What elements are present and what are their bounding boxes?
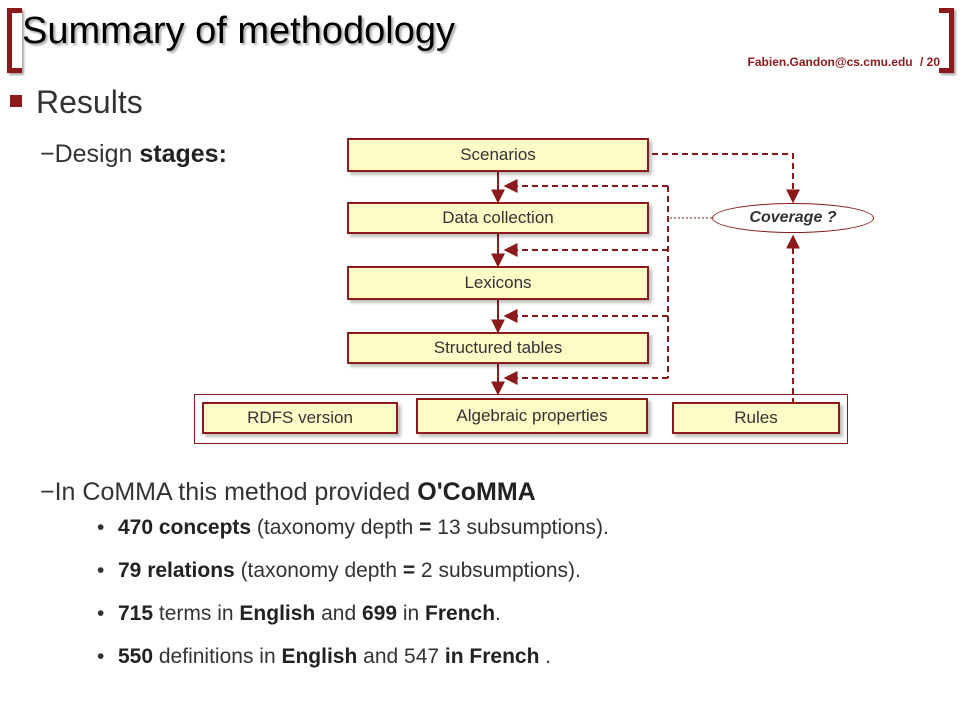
author-page-ref: Fabien.Gandon@cs.cmu.edu / 20 <box>748 55 940 69</box>
coverage-ellipse: Coverage ? <box>712 203 874 233</box>
stage-label-lexicons: Lexicons <box>464 273 532 292</box>
item-bold: in French <box>444 645 540 668</box>
stage-box-structured-tables: Structured tables <box>347 332 649 364</box>
design-bold: stages: <box>139 140 227 168</box>
stage-box-scenarios: Scenarios <box>347 138 649 172</box>
item-text: . <box>495 602 501 625</box>
item-text: and 547 <box>357 645 445 668</box>
item-bold: French <box>425 602 496 625</box>
output-label-rules: Rules <box>734 408 778 427</box>
item-text: 13 subsumptions). <box>431 516 609 539</box>
comma-bold: O'CoMMA <box>417 478 536 506</box>
item-bold: 699 <box>361 602 398 625</box>
bullet-square-icon <box>10 95 22 107</box>
item-text: definitions in <box>153 645 282 668</box>
stats-list: 470 concepts (taxonomy depth = 13 subsum… <box>97 516 609 688</box>
stage-label-scenarios: Scenarios <box>460 145 536 164</box>
bullet-results-text: Results <box>36 84 143 120</box>
item-text: terms in <box>153 602 240 625</box>
stage-box-lexicons: Lexicons <box>347 266 649 300</box>
scenarios-to-coverage <box>652 153 800 204</box>
list-item: 715 terms in English and 699 in French. <box>97 602 609 645</box>
output-box-rdfs: RDFS version <box>202 402 398 434</box>
item-bold: 550 <box>118 645 154 668</box>
coverage-label: Coverage ? <box>749 209 837 226</box>
list-item: 470 concepts (taxonomy depth = 13 subsum… <box>97 516 609 559</box>
list-item: 550 definitions in English and 547 in Fr… <box>97 645 609 688</box>
item-text: (taxonomy depth <box>234 559 403 582</box>
comma-prefix: −In CoMMA this method provided <box>40 478 418 506</box>
output-label-algebraic: Algebraic properties <box>456 406 608 425</box>
output-box-rules: Rules <box>672 402 840 434</box>
item-text: and <box>315 602 362 625</box>
item-text: (taxonomy depth <box>251 516 420 539</box>
left-bracket-decoration <box>7 8 22 73</box>
author-email: Fabien.Gandon@cs.cmu.edu <box>747 55 913 69</box>
design-stages-line: −Design stages: <box>40 140 227 169</box>
design-prefix: −Design <box>40 140 140 168</box>
output-label-rdfs: RDFS version <box>247 408 353 427</box>
comma-line: −In CoMMA this method provided O'CoMMA <box>40 478 536 507</box>
item-bold: = <box>402 559 416 582</box>
item-text: . <box>539 645 552 668</box>
slide-title: Summary of methodology <box>22 10 455 52</box>
item-text: in <box>397 602 426 625</box>
stage-label-structured-tables: Structured tables <box>433 338 563 357</box>
item-bold: English <box>281 645 358 668</box>
list-item: 79 relations (taxonomy depth = 2 subsump… <box>97 559 609 602</box>
page-separator: / <box>919 55 924 69</box>
output-box-algebraic: Algebraic properties <box>416 398 648 434</box>
page-number: 20 <box>926 55 940 69</box>
right-bracket-decoration <box>939 8 954 73</box>
stage-label-data-collection: Data collection <box>442 208 554 227</box>
item-bold: 715 <box>118 602 154 625</box>
item-bold: = <box>419 516 432 539</box>
item-text: 2 subsumptions). <box>415 559 581 582</box>
item-bold: English <box>239 602 316 625</box>
stage-box-data-collection: Data collection <box>347 202 649 234</box>
output-group <box>194 394 848 444</box>
item-bold: 79 relations <box>118 559 235 582</box>
item-bold: 470 concepts <box>118 516 252 539</box>
